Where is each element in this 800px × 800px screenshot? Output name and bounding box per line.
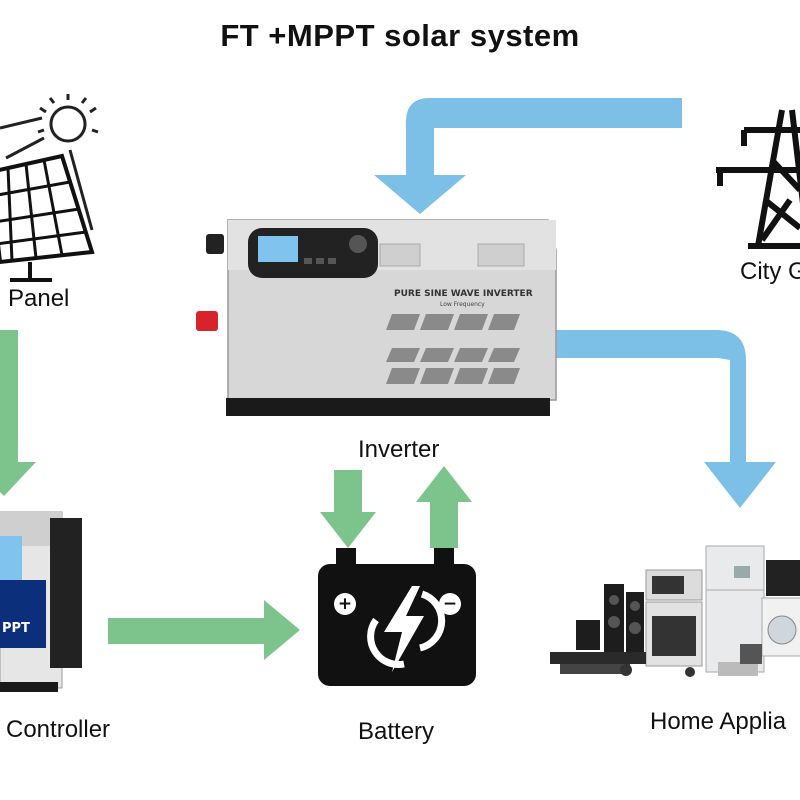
battery-to-inverter-arrow (416, 466, 472, 548)
inverter-unit (196, 219, 557, 416)
battery-minus-sign: − (443, 594, 457, 614)
inverter-to-appliances-arrow (556, 330, 776, 508)
mppt-controller-unit (0, 511, 82, 692)
inverter-to-battery-arrow (320, 470, 376, 548)
solar-panel-label: Panel (8, 285, 70, 312)
controller-badge: PPT (2, 621, 30, 636)
diagram-title: FT +MPPT solar system (220, 18, 580, 53)
inverter-label: Inverter (358, 436, 440, 463)
grid-to-inverter-arrow (374, 98, 682, 214)
sun-icon (37, 94, 99, 143)
controller-label: Controller (6, 716, 111, 743)
power-pylon-icon (716, 109, 800, 249)
inverter-panel-text: PURE SINE WAVE INVERTER (394, 289, 533, 299)
panel-to-controller-arrow (0, 330, 36, 496)
controller-to-battery-arrow (108, 600, 300, 660)
solar-panel-icon (0, 153, 95, 282)
home-appliances-icon (550, 545, 800, 677)
battery-label: Battery (358, 718, 435, 745)
city-grid-label: City G (740, 258, 800, 285)
battery-plus-sign: + (338, 594, 352, 614)
home-appliances-label: Home Applia (650, 708, 787, 735)
sun-rays (0, 116, 94, 231)
battery-bolt-icon (318, 548, 476, 686)
inverter-panel-subtext: Low Frequency (440, 301, 485, 308)
